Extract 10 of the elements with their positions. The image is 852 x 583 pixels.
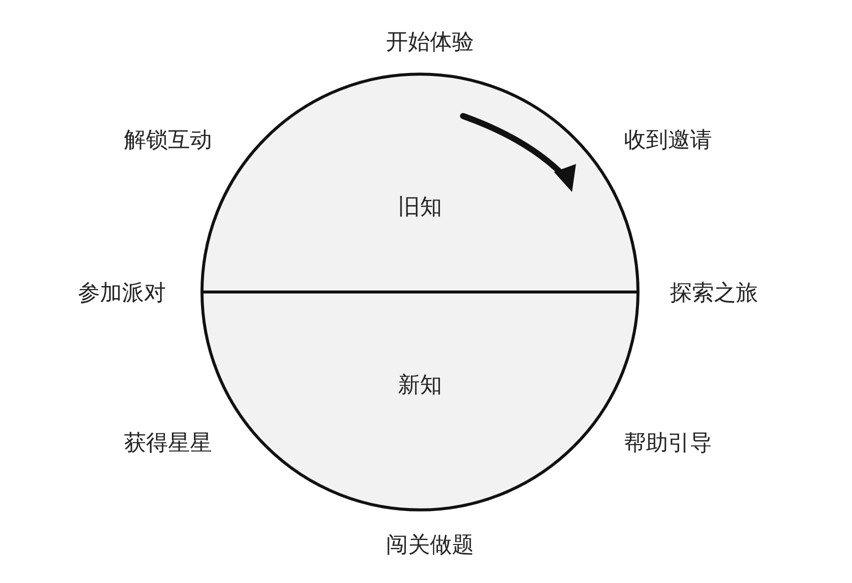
stage-label: 获得星星 [124, 430, 212, 458]
region-label: 旧知 [398, 194, 442, 222]
stage-label: 收到邀请 [624, 127, 712, 155]
stage-label: 开始体验 [386, 29, 474, 57]
stage-label: 探索之旅 [670, 280, 758, 308]
stage-label: 解锁互动 [124, 127, 212, 155]
stage-label: 闯关做题 [386, 532, 474, 560]
stage-label: 参加派对 [78, 280, 166, 308]
region-label: 新知 [398, 372, 442, 400]
stage-label: 帮助引导 [624, 430, 712, 458]
